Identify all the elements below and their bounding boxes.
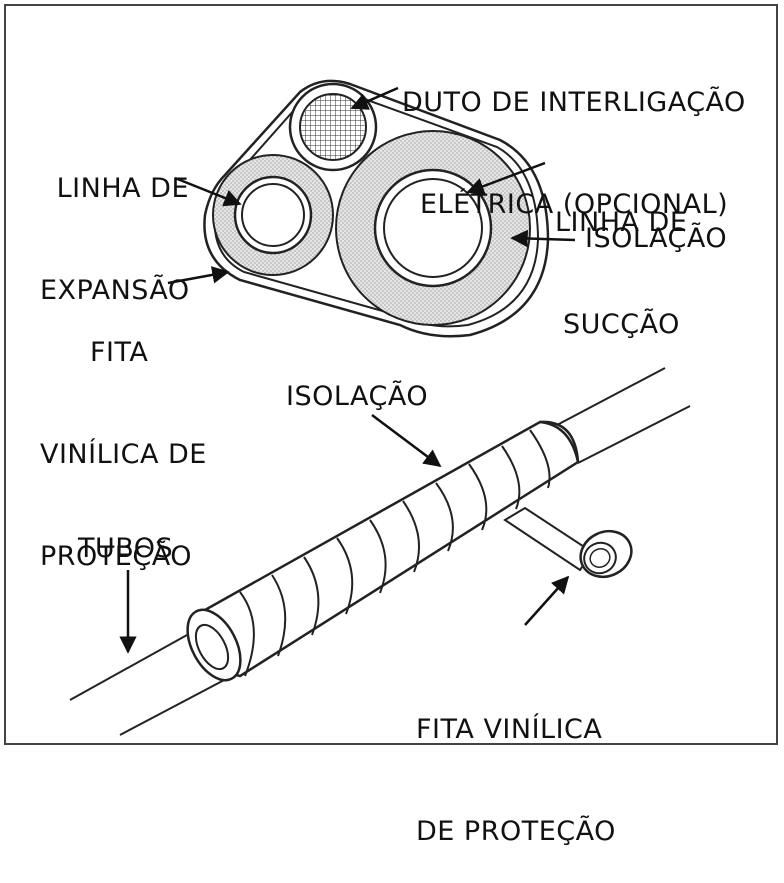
label-isolacao-bottom: ISOLAÇÃO bbox=[286, 381, 429, 412]
arrow-fita-top bbox=[167, 266, 230, 285]
label-duto-line2: ELÉTRICA (OPCIONAL) bbox=[420, 189, 729, 220]
duct-grid bbox=[299, 93, 367, 161]
label-tubos: TUBOS bbox=[78, 533, 174, 564]
label-linha-expansao-line2: EXPANSÃO bbox=[40, 275, 190, 306]
insulation-sleeve bbox=[203, 420, 580, 678]
diagram-drawing bbox=[69, 79, 691, 736]
cable-branch bbox=[503, 506, 594, 572]
label-linha-succao-line1: LINHA DE bbox=[555, 207, 688, 238]
arrow-isolacao-bottom bbox=[371, 414, 442, 468]
expansion-tube-inner bbox=[241, 183, 305, 247]
label-fita-bottom: FITA VINÍLICA DE PROTEÇÃO bbox=[416, 645, 616, 883]
arrow-linha-expansao bbox=[174, 176, 242, 207]
label-linha-succao: LINHA DE SUCÇÃO bbox=[555, 138, 687, 376]
label-isolacao-top: ISOLAÇÃO bbox=[585, 223, 728, 254]
arrow-linha-succao bbox=[466, 161, 546, 195]
label-linha-expansao: LINHA DE EXPANSÃO bbox=[40, 104, 190, 342]
suction-tube-inner bbox=[383, 178, 483, 278]
arrow-fita-bottom bbox=[524, 575, 570, 626]
perspective-view bbox=[69, 367, 691, 736]
label-fita-bottom-line1: FITA VINÍLICA bbox=[416, 714, 603, 745]
label-duto-line1: DUTO DE INTERLIGAÇÃO bbox=[402, 87, 746, 118]
label-duto: DUTO DE INTERLIGAÇÃO ELÉTRICA (OPCIONAL) bbox=[402, 18, 746, 256]
arrow-isolacao-top bbox=[510, 229, 576, 248]
label-fita-bottom-line2: DE PROTEÇÃO bbox=[416, 816, 616, 847]
label-fita-top-line3: PROTEÇÃO bbox=[40, 541, 192, 572]
arrow-duto bbox=[350, 86, 399, 110]
label-fita-top-line2: VINÍLICA DE bbox=[40, 439, 207, 470]
label-linha-expansao-line1: LINHA DE bbox=[56, 173, 190, 204]
label-fita-top: FITA VINÍLICA DE PROTEÇÃO bbox=[40, 268, 207, 608]
label-linha-succao-line2: SUCÇÃO bbox=[563, 309, 680, 340]
label-fita-top-line1: FITA bbox=[90, 337, 149, 368]
cross-section bbox=[167, 79, 576, 338]
tape-wraps bbox=[239, 429, 551, 677]
